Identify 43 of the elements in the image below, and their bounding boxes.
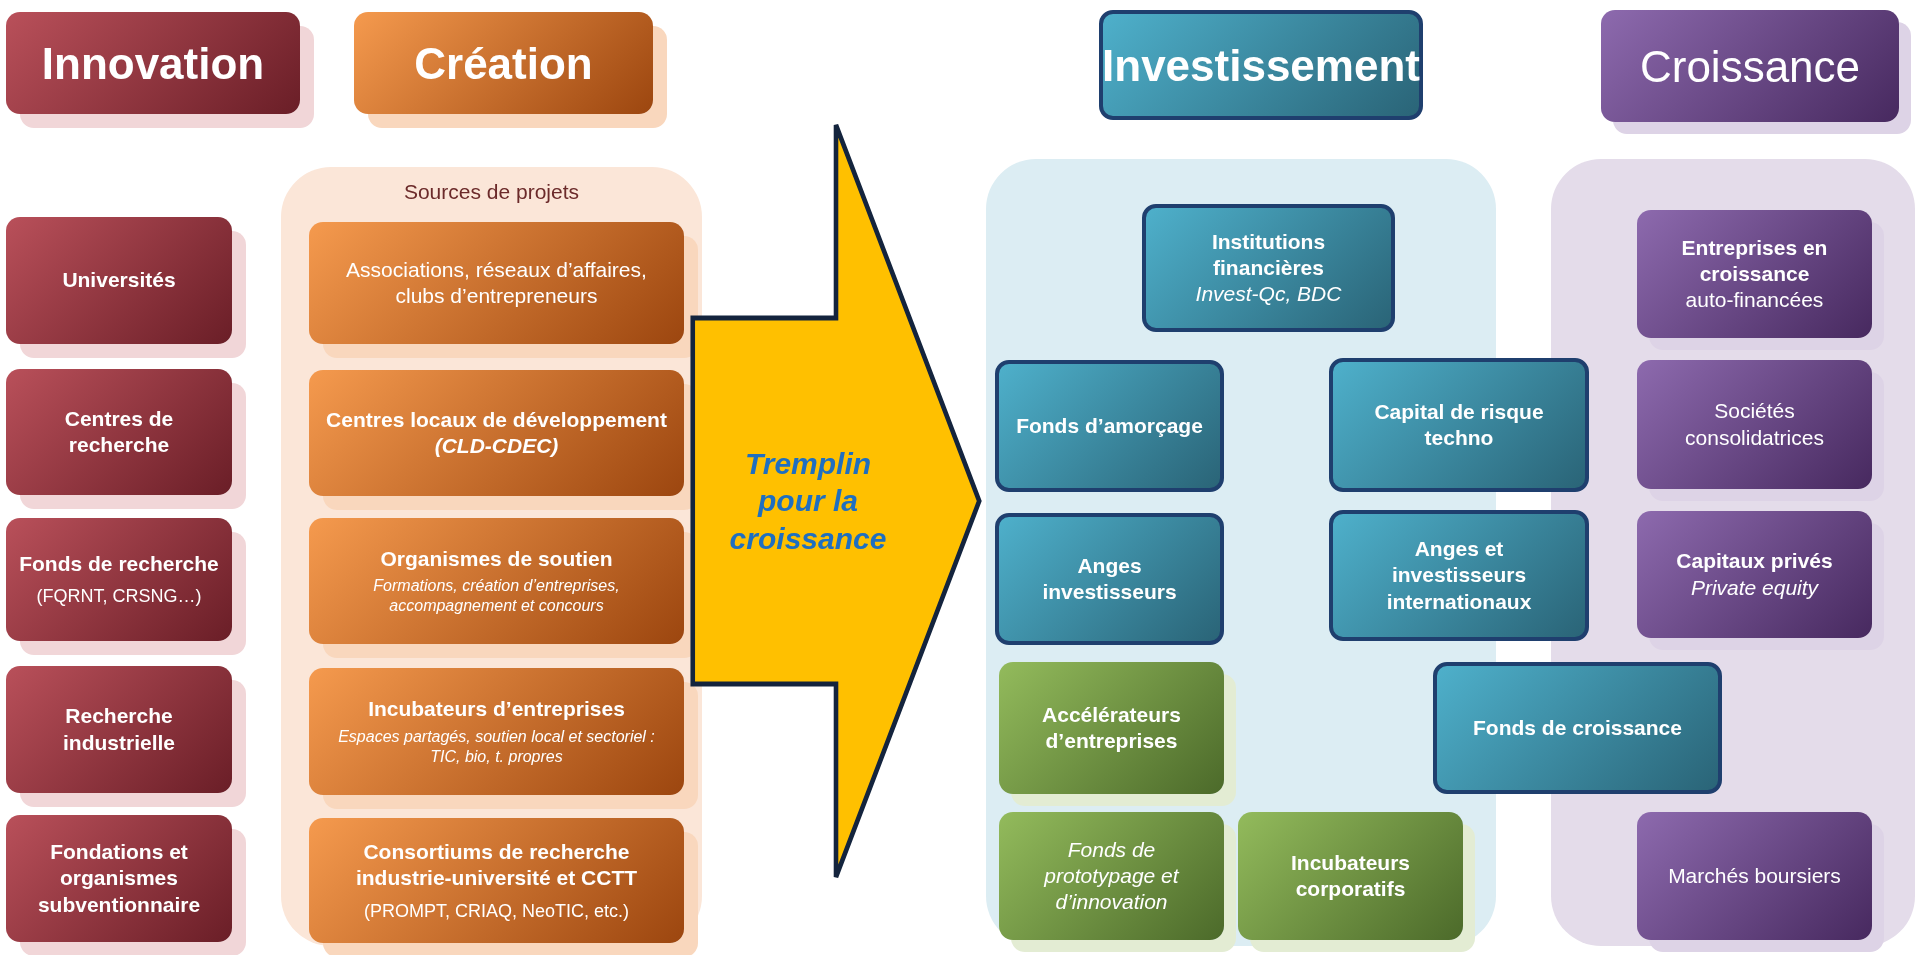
box-title: Sociétés consolidatrices bbox=[1684, 398, 1825, 451]
box-title: Organismes de soutien bbox=[380, 545, 613, 572]
category-box bbox=[1433, 662, 1722, 794]
stage-title: Croissance bbox=[1639, 40, 1861, 93]
category-box bbox=[995, 513, 1224, 645]
stage-title: Investissement bbox=[1102, 39, 1420, 92]
panel-title: Sources de projets bbox=[403, 179, 580, 205]
box-title: Associations, réseaux d’affaires, clubs d’entrepreneurs bbox=[345, 256, 648, 309]
box-title: Centres locaux de développement (CLD-CDEC) bbox=[325, 406, 668, 459]
box-title: Anges investisseurs bbox=[1041, 552, 1178, 605]
box-title: Universités bbox=[62, 267, 176, 294]
stage-title: Création bbox=[414, 37, 593, 90]
box-title: Fonds de recherche bbox=[19, 551, 219, 578]
box-title: Anges et investisseurs internationaux bbox=[1385, 536, 1533, 615]
box-title: Marchés boursiers bbox=[1668, 862, 1841, 889]
box-title: Capitaux privés bbox=[1676, 548, 1833, 575]
box-title: Incubateurs d’entreprises bbox=[368, 696, 625, 723]
box-title: Recherche industrielle bbox=[62, 703, 176, 756]
arrow-label: Tremplin pour la croissance bbox=[728, 445, 888, 557]
box-title: Capital de risque techno bbox=[1373, 398, 1545, 451]
box-title: Fondations et organismes subventionnaire bbox=[36, 839, 202, 918]
box-subtitle: (FQRNT, CRSNG…) bbox=[36, 585, 202, 608]
stage-title: Innovation bbox=[41, 37, 265, 90]
box-subtitle: Formations, création d’entreprises, accompagnement et concours bbox=[372, 576, 621, 617]
category-box bbox=[1142, 204, 1395, 332]
category-box bbox=[995, 360, 1224, 492]
box-subtitle: (PROMPT, CRIAQ, NeoTIC, etc.) bbox=[363, 899, 629, 922]
box-subtitle: Private equity bbox=[1690, 574, 1819, 601]
group-panel bbox=[281, 167, 702, 946]
category-box bbox=[1329, 358, 1589, 492]
box-title: Consortiums de recherche industrie-université et CCTT bbox=[354, 839, 639, 892]
box-title: Institutions financières bbox=[1210, 228, 1327, 281]
box-title: Centres de recherche bbox=[63, 405, 175, 458]
box-subtitle: Espaces partagés, soutien local et sectoriel : TIC, bio, t. propres bbox=[337, 726, 656, 767]
box-title: Fonds d’amorçage bbox=[1016, 412, 1203, 439]
stage-header bbox=[1099, 10, 1423, 120]
box-title: Fonds de croissance bbox=[1473, 714, 1682, 741]
box-title: Incubateurs corporatifs bbox=[1290, 849, 1411, 902]
category-box bbox=[1329, 510, 1589, 641]
box-subtitle: Fonds de prototypage et d’innovation bbox=[1042, 836, 1181, 916]
box-subtitle: Invest-Qc, BDC bbox=[1195, 281, 1342, 308]
box-title: auto-financées bbox=[1685, 287, 1824, 314]
box-title: Accélérateurs d’entreprises bbox=[1041, 701, 1182, 754]
